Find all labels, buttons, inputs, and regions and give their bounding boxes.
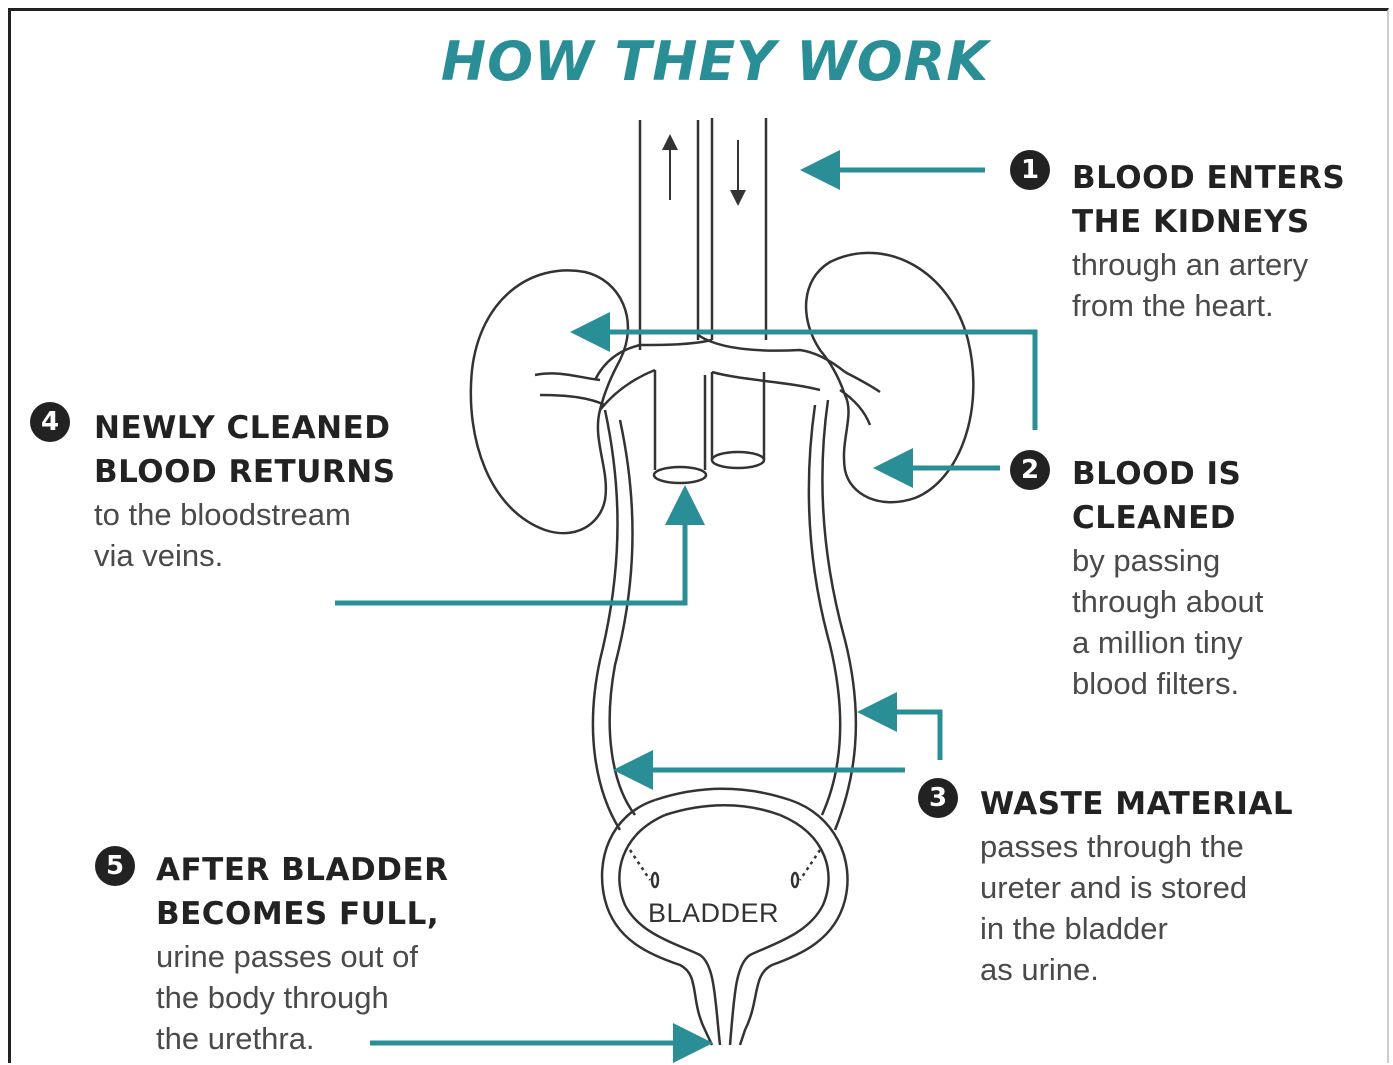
arrow-step-3-top xyxy=(872,712,940,760)
ureters xyxy=(593,400,856,830)
step-3-text-line: as urine. xyxy=(980,949,1293,990)
right-kidney xyxy=(806,253,973,502)
step-3-text-line: passes through the xyxy=(980,826,1293,867)
step-2-heading-line: BLOOD IS xyxy=(1072,452,1263,496)
step-5-heading-line: AFTER BLADDER xyxy=(156,848,449,892)
step-2-text-line: by passing xyxy=(1072,540,1263,581)
step-4-number: 4 xyxy=(30,402,70,442)
step-3: WASTE MATERIAL passes through the ureter… xyxy=(980,782,1293,990)
step-4-text-line: to the bloodstream xyxy=(94,494,396,535)
step-1-heading-line: BLOOD ENTERS xyxy=(1072,156,1345,200)
step-5-text-line: the urethra. xyxy=(156,1018,449,1059)
step-3-number: 3 xyxy=(918,778,958,818)
step-2: BLOOD IS CLEANED by passing through abou… xyxy=(1072,452,1263,704)
arrow-step-2-top xyxy=(585,332,1035,430)
step-2-number: 2 xyxy=(1010,450,1050,490)
step-2-heading-line: CLEANED xyxy=(1072,496,1263,540)
step-2-text-line: through about xyxy=(1072,581,1263,622)
step-4-heading-line: BLOOD RETURNS xyxy=(94,450,396,494)
step-3-text-line: ureter and is stored xyxy=(980,867,1293,908)
step-5-text-line: urine passes out of xyxy=(156,936,449,977)
step-4: NEWLY CLEANED BLOOD RETURNS to the blood… xyxy=(94,406,396,576)
step-1-heading-line: THE KIDNEYS xyxy=(1072,200,1345,244)
step-3-heading-line: WASTE MATERIAL xyxy=(980,782,1293,826)
bladder-label: BLADDER xyxy=(648,898,779,929)
step-5: AFTER BLADDER BECOMES FULL, urine passes… xyxy=(156,848,449,1059)
step-3-text-line: in the bladder xyxy=(980,908,1293,949)
step-2-text-line: blood filters. xyxy=(1072,663,1263,704)
step-1-text-line: from the heart. xyxy=(1072,285,1345,326)
step-2-text-line: a million tiny xyxy=(1072,622,1263,663)
step-1: BLOOD ENTERS THE KIDNEYS through an arte… xyxy=(1072,156,1345,326)
step-4-heading-line: NEWLY CLEANED xyxy=(94,406,396,450)
step-1-number: 1 xyxy=(1010,150,1050,190)
step-1-text-line: through an artery xyxy=(1072,244,1345,285)
step-5-number: 5 xyxy=(95,846,135,886)
left-kidney xyxy=(471,270,628,533)
step-4-text-line: via veins. xyxy=(94,535,396,576)
step-5-heading-line: BECOMES FULL, xyxy=(156,892,449,936)
step-5-text-line: the body through xyxy=(156,977,449,1018)
